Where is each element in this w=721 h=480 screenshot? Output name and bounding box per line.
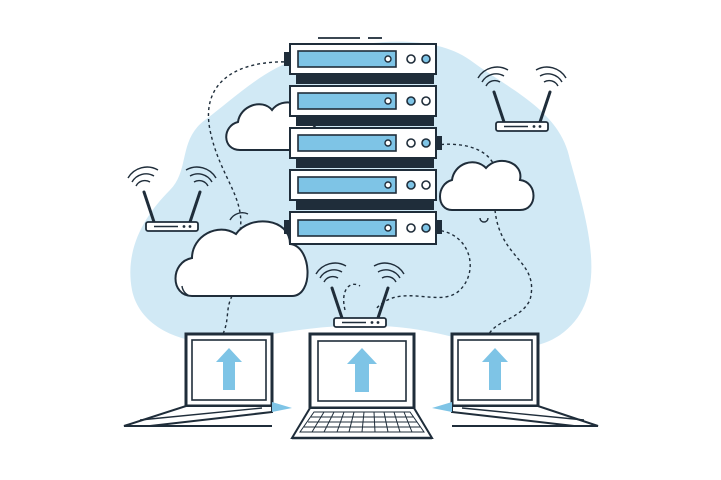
cloud-right-icon bbox=[439, 159, 535, 223]
server-unit bbox=[289, 127, 442, 159]
server-unit bbox=[289, 85, 437, 117]
server-unit bbox=[284, 43, 437, 75]
connection-lines bbox=[207, 61, 533, 337]
laptop-center-icon bbox=[290, 332, 434, 440]
laptop-right-icon bbox=[432, 332, 599, 427]
upload-arrow-icon bbox=[482, 348, 508, 390]
server-unit bbox=[289, 169, 437, 201]
laptop-left-icon bbox=[123, 332, 292, 427]
server-unit bbox=[284, 211, 442, 245]
keyboard bbox=[299, 411, 425, 433]
upload-arrow-icon bbox=[347, 348, 377, 392]
cloud-lower-left-icon bbox=[174, 212, 309, 297]
upload-arrow-icon bbox=[216, 348, 242, 390]
server-rack-icon bbox=[284, 37, 442, 245]
